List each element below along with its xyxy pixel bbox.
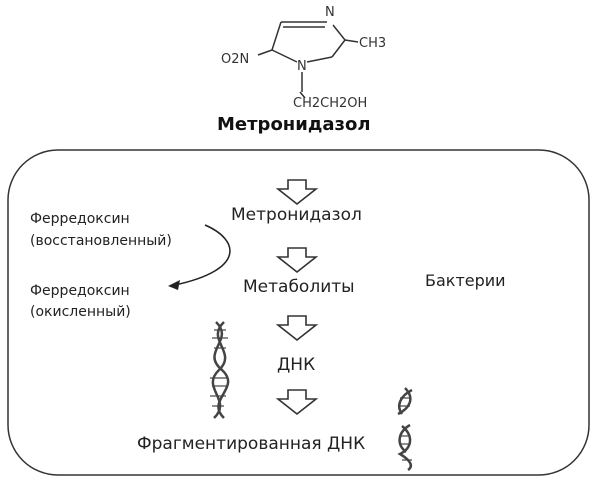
bacterial-cell-outline (7, 149, 590, 476)
down-arrow-icon (275, 179, 319, 206)
ferredoxin-reduced-name: Ферредоксин (30, 211, 130, 227)
atom-n1: N (297, 59, 307, 74)
atom-ch3: CH3 (359, 36, 387, 51)
atom-no2: O2N (221, 52, 250, 67)
step-fragmented-dna: Фрагментированная ДНК (137, 434, 366, 454)
ferredoxin-arrowhead (168, 280, 180, 290)
atom-side-chain: CH2CH2OH (293, 96, 368, 111)
step-metabolites: Метаболиты (243, 277, 355, 297)
ferredoxin-arrow (174, 224, 231, 286)
bacteria-label: Бактерии (425, 271, 506, 290)
down-arrow-icon (275, 315, 319, 342)
ferredoxin-oxidized-name: Ферредоксин (30, 283, 130, 299)
atom-n-top: N (325, 5, 335, 20)
fragmented-dna-icon (397, 387, 413, 472)
metronidazole-structure (257, 21, 359, 99)
dna-helix-icon (210, 321, 230, 419)
step-dna: ДНК (277, 355, 316, 375)
molecule-title: Метронидазол (217, 114, 371, 135)
ferredoxin-reduced-state: (восстановленный) (30, 233, 172, 249)
down-arrow-icon (275, 389, 319, 416)
down-arrow-icon (275, 247, 319, 274)
step-metronidazole: Метронидазол (231, 205, 362, 225)
ferredoxin-oxidized-state: (окисленный) (30, 304, 131, 320)
